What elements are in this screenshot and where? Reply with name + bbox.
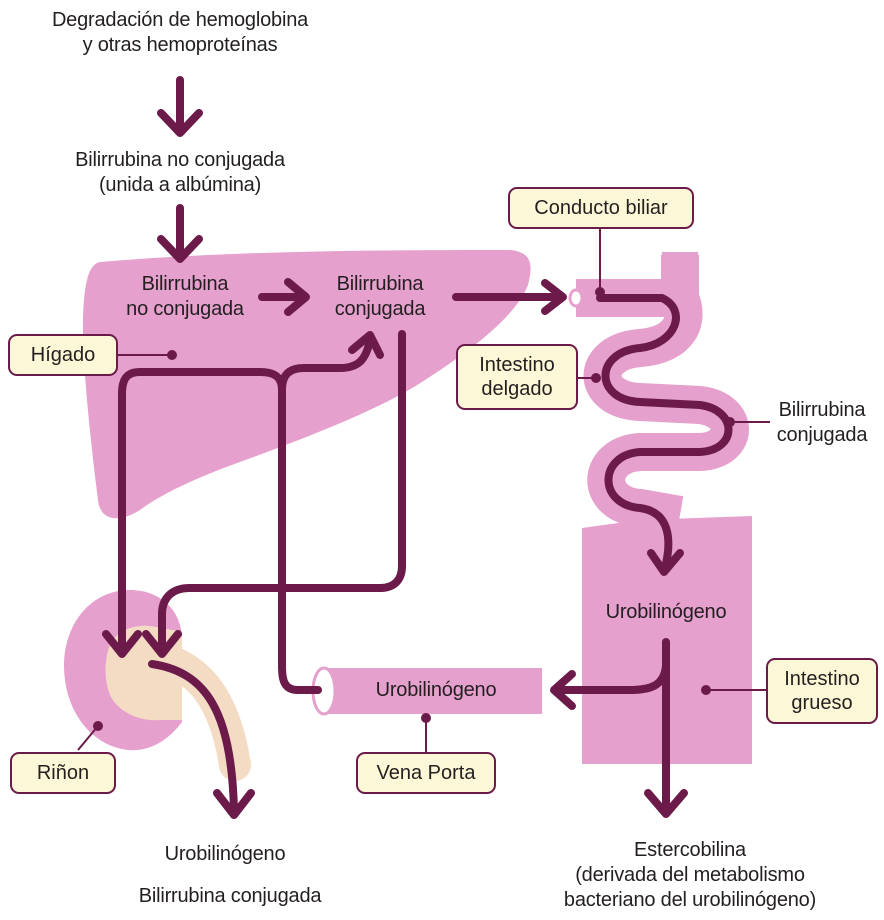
urine-bilirubin-label: Bilirrubina conjugada	[110, 884, 350, 909]
blood-bilirubin-label: Bilirrubina no conjugada(unida a albúmin…	[30, 148, 330, 198]
colon-urobilinogen-label: Urobilinógeno	[586, 600, 746, 625]
callout-liver: Hígado	[8, 334, 118, 376]
bile-duct-opening	[570, 290, 582, 306]
kidney-shape	[64, 590, 235, 765]
portal-urobilinogen-label: Urobilinógeno	[346, 678, 526, 703]
callout-kidney: Riñon	[10, 752, 116, 794]
urine-urobilinogen-label: Urobilinógeno	[140, 842, 310, 867]
callout-bile-duct: Conducto biliar	[508, 187, 694, 229]
duodenum-top	[662, 252, 698, 302]
callout-portal-vein: Vena Porta	[356, 752, 496, 794]
